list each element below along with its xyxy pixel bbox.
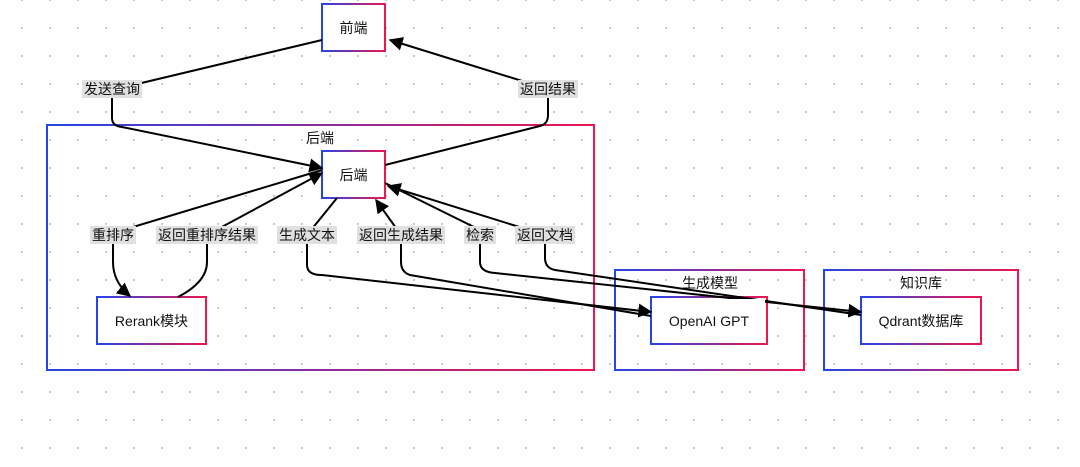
- edge-return-result: [384, 37, 549, 166]
- edge-return-doc: [386, 183, 862, 316]
- edge-search: [384, 182, 863, 318]
- edge-label-rerank: 重排序: [90, 226, 136, 244]
- edge-label-return-gen: 返回生成结果: [357, 226, 445, 244]
- edge-label-search: 检索: [464, 226, 496, 244]
- edge-label-send-query: 发送查询: [82, 80, 142, 98]
- edge-label-return-result: 返回结果: [518, 80, 578, 98]
- group-generation: [614, 269, 805, 371]
- node-openai[interactable]: OpenAI GPT: [653, 299, 765, 342]
- edge-send-query: [111, 39, 324, 173]
- node-frontend[interactable]: 前端: [324, 6, 383, 49]
- node-backend[interactable]: 后端: [324, 153, 383, 196]
- edge-return-rerank: [177, 172, 324, 298]
- edge-rerank: [112, 169, 323, 297]
- group-backend: [46, 124, 595, 371]
- group-knowledge: [823, 269, 1019, 371]
- edge-label-return-doc: 返回文档: [515, 226, 575, 244]
- edge-label-return-rerank: 返回重排序结果: [156, 226, 258, 244]
- node-qdrant[interactable]: Qdrant数据库: [863, 299, 979, 342]
- node-rerank[interactable]: Rerank模块: [99, 299, 204, 342]
- edge-label-gen-text: 生成文本: [277, 226, 337, 244]
- group-backend-title: 后端: [306, 130, 334, 146]
- edge-gen-text: [306, 197, 653, 318]
- group-knowledge-title: 知识库: [900, 275, 942, 291]
- edge-return-gen: [375, 198, 652, 317]
- group-generation-title: 生成模型: [682, 275, 738, 291]
